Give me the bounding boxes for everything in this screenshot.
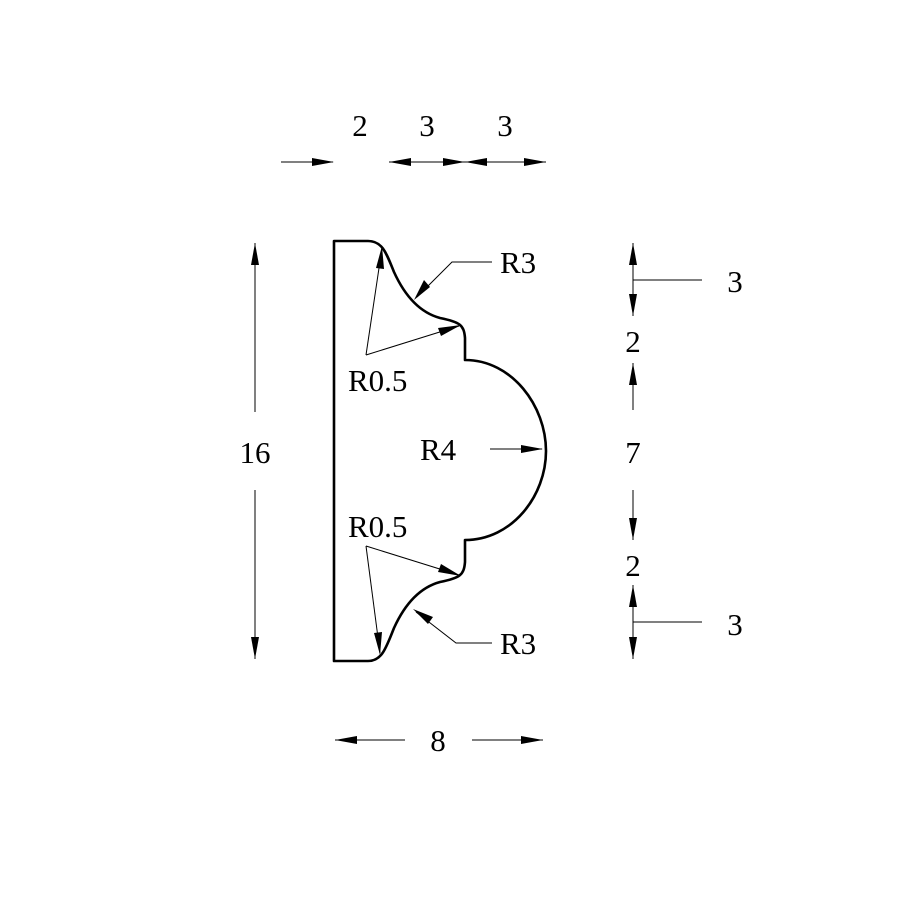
center-bead-callout: R4 [420,432,543,467]
upper-fillet-arrow-a-icon [376,246,384,269]
width-arrow-right-icon [521,736,543,744]
top-arrow-4-icon [465,158,487,166]
top-dim-label-2: 3 [419,108,435,143]
overall-height-label: 16 [240,435,271,470]
top-dim-label-3: 3 [497,108,513,143]
height-arrow-bottom-icon [251,637,259,659]
lower-cove-arrow-icon [413,609,433,624]
lower-fillet-radius-label: R0.5 [348,509,407,544]
upper-fillet-callout: R0.5 [348,246,461,398]
top-arrow-2-icon [389,158,411,166]
upper-cove-leader [416,261,492,298]
right-arrow-6-icon [629,637,637,659]
right-dimension-chain: 3 2 7 2 3 [625,243,743,659]
lower-fillet-callout: R0.5 [348,509,461,655]
center-bead-radius-label: R4 [420,432,457,467]
top-arrow-1-icon [312,158,334,166]
height-arrow-top-icon [251,243,259,265]
top-dim-label-1: 2 [352,108,368,143]
overall-width-label: 8 [430,723,446,758]
center-bead-arrow-icon [521,445,543,453]
molding-profile-outline [332,239,548,663]
right-arrow-5-icon [629,585,637,607]
lower-fillet-arrow-b-icon [438,564,461,576]
upper-fillet-radius-label: R0.5 [348,363,407,398]
right-dim-label-1: 3 [727,264,743,299]
upper-cove-arrow-icon [414,280,430,300]
top-dimension-row: 2 3 3 [281,108,546,166]
lower-cove-radius-label: R3 [500,626,536,661]
right-dim-label-2: 2 [625,324,641,359]
top-arrow-3-icon [443,158,465,166]
right-arrow-2-icon [629,294,637,316]
lower-cove-leader [415,611,492,644]
upper-cove-radius-label: R3 [500,245,536,280]
right-dim-label-3: 7 [625,435,641,470]
upper-cove-callout: R3 [414,245,536,300]
right-dim-label-4: 2 [625,548,641,583]
width-arrow-left-icon [335,736,357,744]
overall-height-dimension: 16 [240,243,271,659]
lower-cove-callout: R3 [413,609,536,661]
overall-width-dimension: 8 [335,723,543,758]
top-arrow-5-icon [524,158,546,166]
right-arrow-3-icon [629,363,637,385]
right-dim-label-5: 3 [727,607,743,642]
lower-fillet-arrow-a-icon [374,632,382,655]
right-arrow-4-icon [629,518,637,540]
right-arrow-1-icon [629,243,637,265]
upper-fillet-arrow-b-icon [438,325,461,336]
